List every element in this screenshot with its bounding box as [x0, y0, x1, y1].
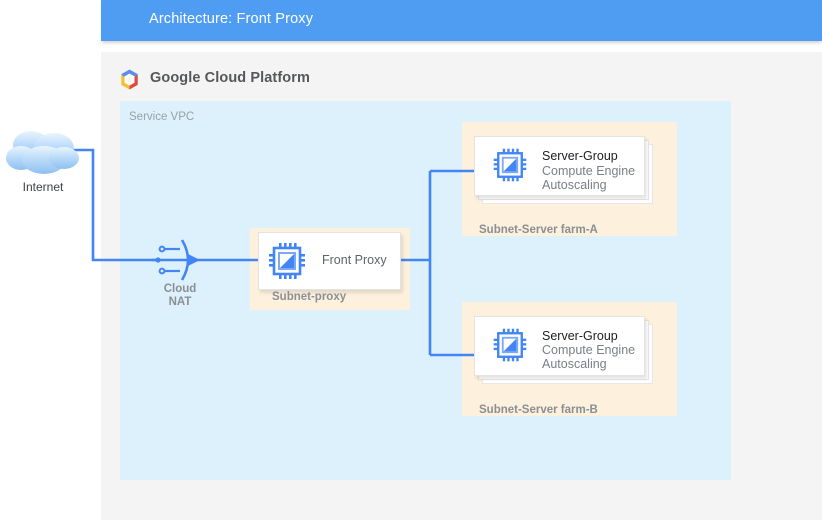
internet-label: Internet	[22, 180, 64, 194]
service-vpc-label: Service VPC	[129, 111, 195, 123]
server-group-a-subtitle-2: Autoscaling	[542, 178, 607, 192]
internet-cloud-icon	[4, 126, 82, 196]
subnet-proxy-label: Subnet-proxy	[272, 291, 347, 303]
cloud-nat-label-line2: NAT	[168, 296, 192, 308]
front-proxy-title: Front Proxy	[322, 253, 387, 267]
server-group-b-subtitle-2: Autoscaling	[542, 357, 607, 371]
cloud-nat-label-line1: Cloud	[163, 283, 197, 295]
page-title: Architecture: Front Proxy	[149, 11, 314, 27]
cpu-chip-icon	[491, 148, 529, 182]
google-cloud-platform-title: Google Cloud Platform	[150, 70, 310, 86]
google-cloud-platform-logo-icon	[118, 68, 141, 91]
server-group-a-title: Server-Group	[542, 149, 618, 163]
cloud-nat-icon	[152, 236, 204, 284]
cpu-chip-icon	[266, 243, 308, 279]
cloud-nat-label: Cloud NAT	[148, 283, 212, 309]
server-group-b-subtitle-1: Compute Engine	[542, 343, 636, 357]
server-group-b-title: Server-Group	[542, 329, 618, 343]
cpu-chip-icon	[491, 328, 529, 362]
server-group-a-subtitle-1: Compute Engine	[542, 164, 636, 178]
subnet-server-farm-a-label: Subnet-Server farm-A	[479, 224, 598, 236]
front-proxy-card[interactable]	[258, 232, 401, 290]
title-bar: Architecture: Front Proxy	[101, 0, 822, 41]
subnet-server-farm-b-label: Subnet-Server farm-B	[479, 404, 598, 416]
